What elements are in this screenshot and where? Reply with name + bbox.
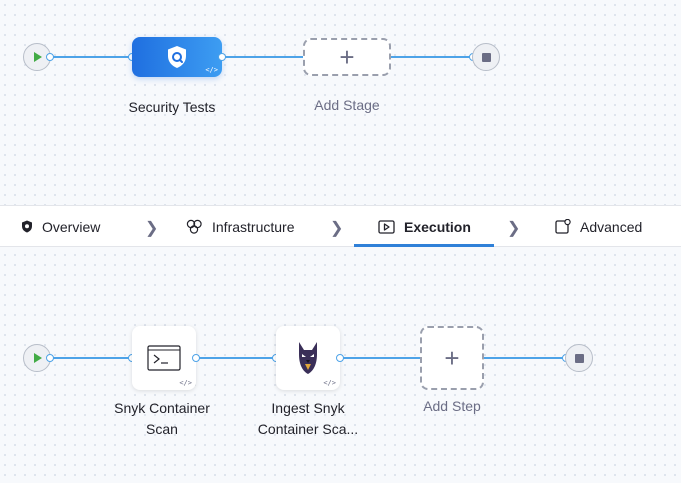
stage-label: Security Tests bbox=[128, 99, 216, 115]
add-step-button[interactable]: + bbox=[420, 326, 484, 390]
plus-icon: + bbox=[444, 343, 460, 373]
stop-icon bbox=[481, 52, 491, 62]
pipeline-end-node bbox=[472, 43, 500, 71]
connector-port bbox=[336, 354, 344, 362]
step-snyk-container-scan[interactable]: </> bbox=[132, 326, 196, 390]
stage-pipeline-canvas: </> Security Tests + Add Stage bbox=[0, 0, 681, 205]
connector-line bbox=[222, 56, 304, 58]
step-label: Ingest Snyk Container Sca... bbox=[233, 398, 383, 440]
plus-icon: + bbox=[339, 42, 355, 72]
connector-line bbox=[391, 56, 473, 58]
terminal-icon bbox=[147, 345, 181, 371]
tab-label: Overview bbox=[42, 218, 101, 235]
connector-line bbox=[196, 357, 276, 359]
chevron-right-icon: ❯ bbox=[145, 220, 159, 237]
step-label-line: Container Sca... bbox=[257, 421, 359, 437]
tab-overview[interactable]: Overview bbox=[21, 206, 100, 247]
connector-port bbox=[218, 53, 226, 61]
step-label-line: Scan bbox=[146, 421, 178, 437]
tab-label: Execution bbox=[404, 218, 471, 235]
tab-infrastructure[interactable]: Infrastructure bbox=[186, 206, 294, 247]
play-icon bbox=[34, 353, 42, 363]
shield-icon bbox=[21, 220, 33, 233]
add-stage-label: Add Stage bbox=[314, 97, 380, 113]
execution-end-node bbox=[565, 344, 593, 372]
infrastructure-icon bbox=[186, 219, 203, 234]
connector-line bbox=[50, 357, 132, 359]
connector-line bbox=[340, 357, 420, 359]
code-icon: </> bbox=[205, 66, 218, 74]
code-icon: </> bbox=[323, 379, 336, 387]
step-pipeline-canvas: </> Snyk Container Scan </> Ingest Snyk … bbox=[0, 247, 681, 483]
connector-port bbox=[192, 354, 200, 362]
tab-execution[interactable]: Execution bbox=[378, 206, 471, 247]
active-tab-indicator bbox=[354, 244, 494, 247]
advanced-icon bbox=[555, 219, 571, 234]
snyk-logo-icon bbox=[299, 342, 317, 374]
execution-icon bbox=[378, 219, 395, 234]
chevron-right-icon: ❯ bbox=[330, 220, 344, 237]
chevron-right-icon: ❯ bbox=[507, 220, 521, 237]
tab-label: Advanced bbox=[580, 218, 643, 235]
step-label-line: Ingest Snyk bbox=[271, 400, 345, 416]
connector-port bbox=[46, 354, 54, 362]
tab-advanced[interactable]: Advanced bbox=[555, 206, 642, 247]
step-label: Snyk Container Scan bbox=[92, 398, 232, 440]
code-icon: </> bbox=[179, 379, 192, 387]
connector-port bbox=[46, 53, 54, 61]
step-label-line: Snyk Container bbox=[114, 400, 210, 416]
add-stage-button[interactable]: + bbox=[303, 38, 391, 76]
tab-label: Infrastructure bbox=[212, 218, 295, 235]
connector-line bbox=[484, 357, 566, 359]
stop-icon bbox=[574, 353, 584, 363]
shield-icon bbox=[168, 46, 186, 68]
step-ingest-snyk-container-scan[interactable]: </> bbox=[276, 326, 340, 390]
stage-config-tabs: Overview ❯ Infrastructure ❯ Execution ❯ bbox=[0, 205, 681, 247]
add-step-label: Add Step bbox=[423, 398, 481, 414]
play-icon bbox=[34, 52, 42, 62]
stage-security-tests[interactable]: </> bbox=[132, 37, 222, 77]
connector-line bbox=[50, 56, 133, 58]
